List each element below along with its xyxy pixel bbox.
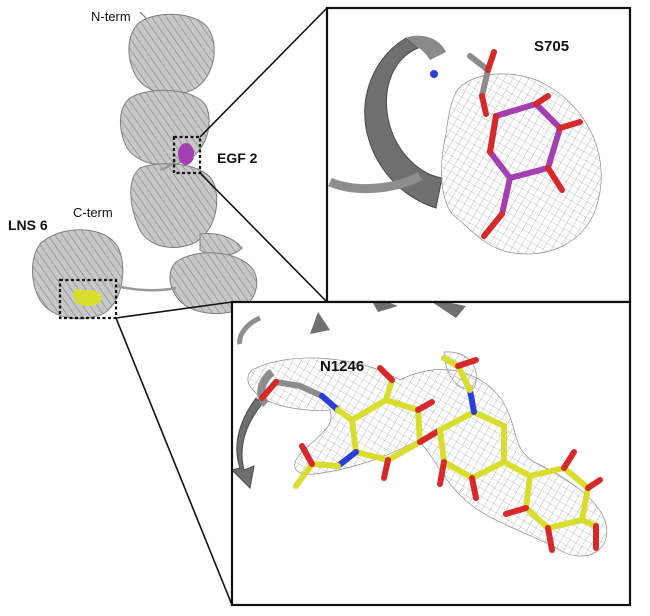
lns-domain-label: LNS 6 [8, 217, 48, 233]
n1246-site-label: N1246 [320, 358, 364, 375]
bottom-zoom-panel [232, 302, 630, 605]
helix-ribbon [364, 37, 443, 209]
egf-selection-box [172, 135, 202, 175]
domain-lns6 [32, 229, 124, 320]
n-term-label: N-term [91, 9, 131, 24]
s705-glycan-model [430, 49, 583, 239]
loop-connector [115, 284, 177, 292]
c-term-label: C-term [73, 205, 113, 220]
domain-2 [120, 89, 210, 166]
egf-domain-label: EGF 2 [217, 150, 258, 166]
beta-strand-arrow [232, 397, 263, 490]
domain-3 [130, 163, 218, 248]
bottom-zoom-frame [230, 300, 632, 607]
density-mesh-top [441, 73, 602, 255]
domain-1 [128, 13, 215, 95]
s705-site-label: S705 [534, 38, 569, 55]
egf-glycan-spot [178, 143, 194, 165]
zoom-connector-lines [115, 7, 328, 606]
lns-selection-box [58, 278, 118, 320]
n1246-glycan-model [259, 355, 603, 553]
top-zoom-panel [327, 8, 630, 302]
